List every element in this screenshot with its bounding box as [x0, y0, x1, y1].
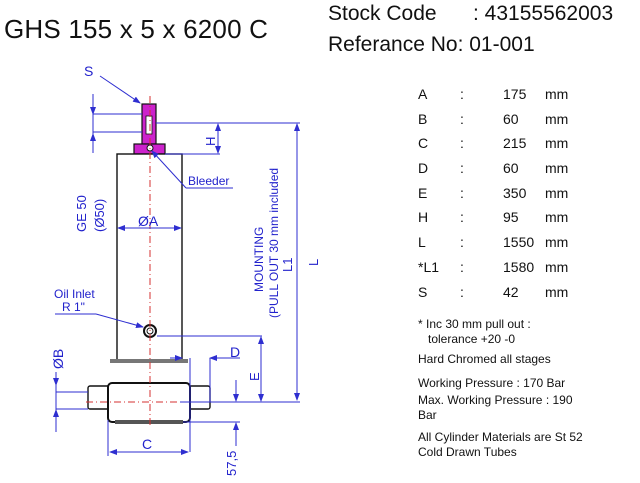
spec-value: 60	[503, 160, 519, 177]
spec-key: A	[418, 86, 428, 102]
stock-code-row: Stock Code : 43155562003	[328, 2, 613, 26]
spec-sep: :	[460, 258, 464, 275]
label-dia-b: ØB	[50, 349, 66, 369]
spec-key: H	[418, 209, 429, 226]
spec-value: 1580	[503, 258, 535, 275]
pullout-note: * Inc 30 mm pull out : tolerance +20 -0	[418, 317, 583, 346]
spec-sep: :	[460, 160, 464, 177]
spec-key: L	[418, 234, 426, 251]
spec-unit: mm	[545, 135, 569, 152]
label-ge50: GE 50	[74, 195, 89, 232]
spec-sep: :	[460, 234, 464, 251]
label-d: D	[230, 344, 240, 360]
label-dia-a: ØA	[138, 213, 159, 229]
stock-code-label: Stock Code	[328, 2, 437, 25]
chrome-note: Hard Chromed all stages	[418, 352, 551, 366]
working-pressure-note: Working Pressure : 170 Bar	[418, 375, 566, 390]
notes-block: * Inc 30 mm pull out : tolerance +20 -0 …	[418, 317, 583, 465]
label-oil-thread: R 1"	[62, 300, 85, 314]
spec-unit: mm	[545, 283, 569, 300]
spec-unit: mm	[545, 184, 569, 201]
label-pullout: (PULL OUT 30 mm included	[267, 168, 281, 318]
label-bleeder: Bleeder	[188, 174, 229, 188]
spec-value: 1550	[503, 234, 535, 251]
label-h: H	[203, 137, 218, 146]
spec-sep: :	[460, 86, 464, 102]
spec-key: E	[418, 184, 428, 201]
stock-code-value: : 43155562003	[473, 2, 614, 25]
spec-value: 215	[503, 135, 527, 152]
label-e: E	[247, 372, 262, 381]
spec-value: 95	[503, 209, 519, 226]
spec-key: *L1	[418, 258, 440, 275]
label-s: S	[84, 63, 93, 79]
label-oil-inlet: Oil Inlet	[54, 287, 95, 301]
spec-unit: mm	[545, 110, 569, 127]
pullout-note-line2: tolerance +20 -0	[428, 331, 516, 346]
spec-value: 60	[503, 110, 519, 127]
spec-unit: mm	[545, 86, 569, 102]
spec-unit: mm	[545, 160, 569, 177]
materials-note: All Cylinder Materials are St 52 Cold Dr…	[418, 430, 583, 459]
label-offset: 57,5	[224, 451, 239, 476]
pullout-note-line1: * Inc 30 mm pull out :	[418, 317, 531, 331]
label-l1: L1	[280, 258, 295, 272]
spec-key: B	[418, 110, 428, 127]
reference-label: Referance No	[328, 33, 458, 56]
label-mounting: MOUNTING	[252, 227, 266, 292]
label-ge50-dia: (Ø50)	[92, 199, 107, 232]
spec-sep: :	[460, 184, 464, 201]
spec-sep: :	[460, 135, 464, 152]
label-c: C	[142, 436, 152, 452]
label-l: L	[306, 259, 321, 266]
spec-sep: :	[460, 110, 464, 127]
spec-value: 42	[503, 283, 519, 300]
spec-key: S	[418, 283, 428, 300]
bottom-trunnion	[87, 359, 211, 424]
spec-sep: :	[460, 283, 464, 300]
spec-value: 175	[503, 86, 527, 102]
max-pressure-note: Max. Working Pressure : 190 Bar	[418, 393, 573, 422]
reference-value: : 01-001	[457, 33, 535, 56]
spec-unit: mm	[545, 209, 569, 226]
spec-sep: :	[460, 209, 464, 226]
spec-unit: mm	[545, 258, 569, 275]
spec-key: D	[418, 160, 429, 177]
spec-unit: mm	[545, 234, 569, 251]
product-title: GHS 155 x 5 x 6200 C	[4, 14, 269, 44]
reference-row: Referance No: 01-001	[328, 33, 535, 57]
spec-key: C	[418, 135, 429, 152]
spec-value: 350	[503, 184, 527, 201]
